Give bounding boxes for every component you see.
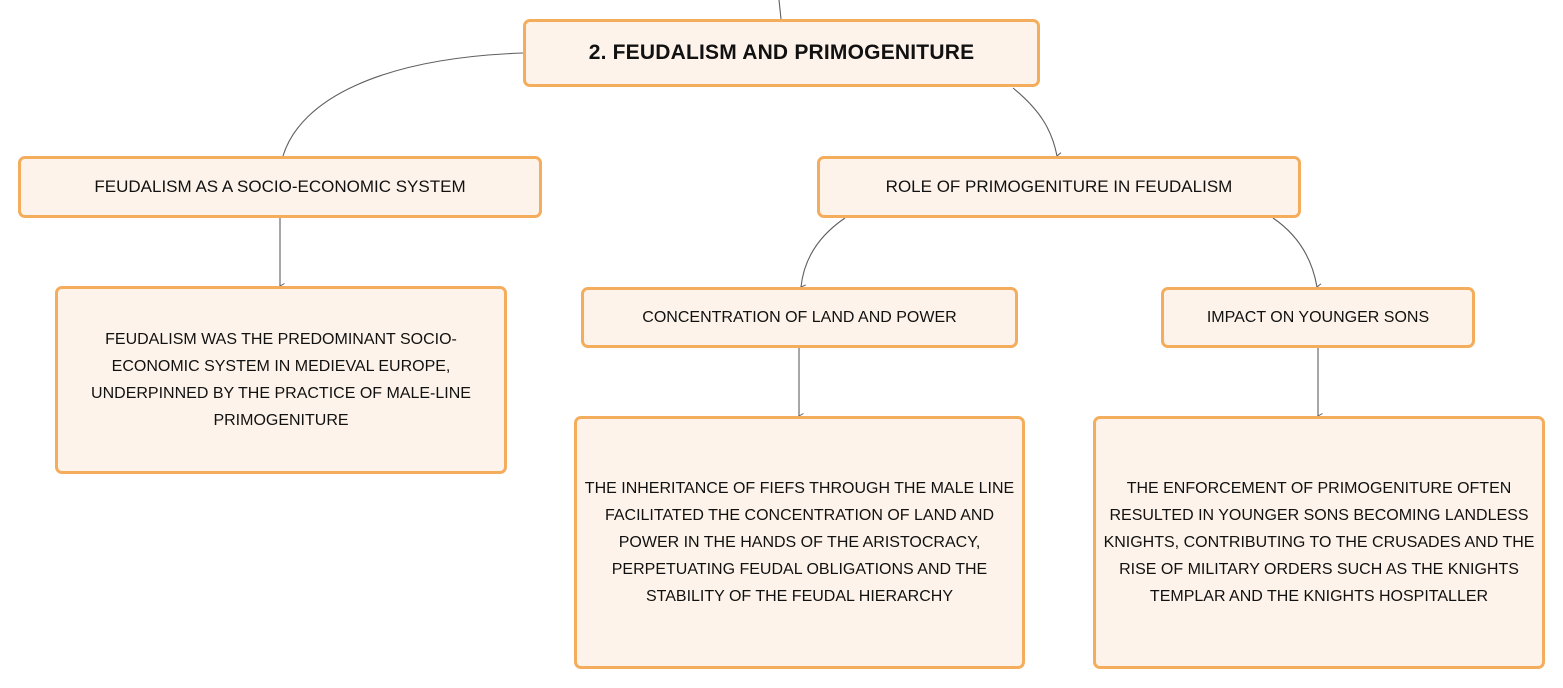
description-text-concentration: THE INHERITANCE OF FIEFS THROUGH THE MAL… (584, 480, 1015, 605)
description-text-feudalism: FEUDALISM WAS THE PREDOMINANT SOCIO-ECON… (91, 331, 471, 429)
description-node-impact[interactable]: THE ENFORCEMENT OF PRIMOGENITURE OFTEN R… (1093, 416, 1545, 669)
connector-root-to-role (1012, 87, 1057, 156)
subtopic-label-impact-younger-sons: IMPACT ON YOUNGER SONS (1206, 308, 1430, 326)
topic-label-role-of-primogeniture: ROLE OF PRIMOGENITURE IN FEUDALISM (885, 177, 1233, 196)
description-text-impact: THE ENFORCEMENT OF PRIMOGENITURE OFTEN R… (1103, 480, 1535, 605)
subtopic-node-concentration[interactable]: CONCENTRATION OF LAND AND POWER (581, 287, 1018, 348)
subtopic-node-impact-younger-sons[interactable]: IMPACT ON YOUNGER SONS (1161, 287, 1475, 348)
subtopic-label-concentration: CONCENTRATION OF LAND AND POWER (642, 308, 957, 326)
topic-node-role-of-primogeniture[interactable]: ROLE OF PRIMOGENITURE IN FEUDALISM (817, 156, 1301, 218)
connector-role-to-concentration (801, 217, 846, 287)
connector-parent-to-root (778, 0, 782, 20)
connector-root-to-feudalism (282, 52, 524, 157)
description-node-feudalism[interactable]: FEUDALISM WAS THE PREDOMINANT SOCIO-ECON… (55, 286, 507, 474)
topic-label-feudalism-system: FEUDALISM AS A SOCIO-ECONOMIC SYSTEM (94, 177, 466, 196)
topic-node-feudalism-system[interactable]: FEUDALISM AS A SOCIO-ECONOMIC SYSTEM (18, 156, 542, 218)
root-topic-node[interactable]: 2. FEUDALISM AND PRIMOGENITURE (523, 19, 1040, 87)
description-node-concentration[interactable]: THE INHERITANCE OF FIEFS THROUGH THE MAL… (574, 416, 1025, 669)
connector-role-to-impact (1272, 217, 1317, 287)
root-topic-label: 2. FEUDALISM AND PRIMOGENITURE (588, 41, 975, 64)
